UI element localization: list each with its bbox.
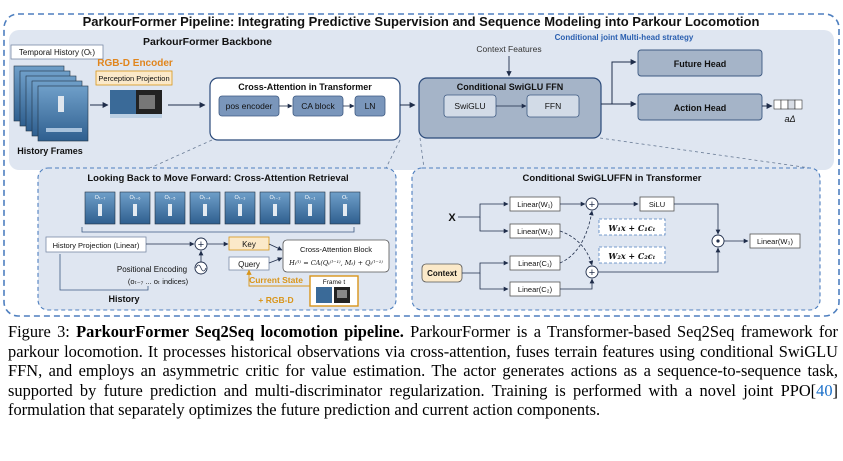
x-input-label: X (448, 212, 456, 224)
history-frame-label: Oₜ₋₂ (270, 195, 281, 201)
ffn-box (526, 94, 580, 118)
caption-body: ParkourFormer is a Transformer-based Seq… (8, 322, 838, 400)
action-head-box (637, 93, 763, 121)
temporal-history-label: Temporal History (Oₜ) (19, 48, 95, 57)
query-label: Query (238, 260, 260, 269)
rgbd-frames (110, 90, 162, 118)
ca-block-label: CA block (301, 101, 335, 111)
svg-text:+: + (589, 267, 595, 279)
caption-bold: ParkourFormer Seq2Seq locomotion pipelin… (76, 322, 404, 341)
eq1-box (598, 218, 666, 236)
pos-encoder-label: pos encoder (226, 101, 273, 111)
robot-figure-icon (98, 204, 102, 216)
robot-figure-icon (133, 204, 137, 216)
positional-encoding-label: Positional Encoding (117, 265, 187, 274)
svg-text:+: + (198, 239, 204, 251)
robot-figure-icon (273, 204, 277, 216)
svg-text:+: + (589, 199, 595, 211)
swiglu-label: SwiGLU (454, 101, 485, 111)
conditional-ffn-box (418, 77, 602, 139)
linear-w1-label: Linear(W₁) (517, 200, 553, 209)
ln-label: LN (365, 101, 376, 111)
linear-c2-label: Linear(C₂) (518, 285, 553, 294)
diagram-title: ParkourFormer Pipeline: Integrating Pred… (83, 14, 760, 29)
history-frames-label: History Frames (17, 146, 83, 156)
caption-lead: Figure 3: (8, 322, 77, 341)
current-state-label: Current State (249, 275, 303, 285)
pipeline-diagram: ParkourFormer Pipeline: Integrating Pred… (3, 13, 840, 317)
future-head-box (637, 49, 763, 77)
history-frame-label: Oₜ₋₄ (199, 195, 211, 201)
history-projection-label: History Projection (Linear) (53, 241, 140, 250)
history-frame-thumb (189, 191, 221, 225)
eq2-label: W₂x + C₂cₜ (608, 251, 655, 261)
context-label: Context (427, 269, 457, 278)
backbone-label: ParkourFormer Backbone (143, 36, 272, 48)
ffn-label: FFN (545, 101, 562, 111)
history-frame-label: Oₜ₋₁ (305, 195, 316, 201)
caption-tail: ] formulation that separately optimizes … (8, 380, 838, 420)
ca-block-detail-label: Cross-Attention Block (300, 245, 372, 254)
a-delta-label: aΔ (784, 114, 795, 124)
history-label: History (108, 294, 139, 304)
frame-strip: Oₜ₋₇ Oₜ₋₆ Oₜ₋₅ Oₜ₋₄ Oₜ₋₃ Oₜ₋₂ Oₜ₋₁ Oₜ (84, 191, 361, 225)
robot-figure-icon (238, 204, 242, 216)
robot-figure-icon (308, 204, 312, 216)
history-frames-stack (13, 65, 89, 142)
figure-caption: Figure 3: ParkourFormer Seq2Seq locomoti… (8, 322, 838, 420)
linear-w3-box (749, 233, 801, 249)
conditional-ffn-title: Conditional SwiGLU FFN (457, 82, 564, 92)
history-projection-box (45, 236, 147, 253)
ln-box (354, 95, 386, 117)
eq1-label: W₁x + C₁cₜ (608, 223, 655, 233)
ca-formula: Hₜ⁽ˡ⁾ = CA(Qₜ⁽ˡ⁻¹⁾, Mₜ) + Qₜ⁽ˡ⁻¹⁾ (288, 259, 383, 267)
history-frame-label: Oₜ (342, 195, 348, 201)
silu-label: SiLU (649, 200, 665, 209)
history-frame-label: Oₜ₋₇ (95, 195, 106, 201)
key-label: Key (242, 240, 256, 249)
frame-t-label: Frame t (323, 279, 346, 286)
action-head-label: Action Head (674, 103, 727, 113)
positional-indices-label: (oₜ₋₇ ... oₜ indices) (128, 277, 189, 286)
key-box (228, 236, 270, 251)
perception-projection-box (95, 70, 173, 86)
history-frame-label: Oₜ₋₃ (234, 195, 245, 201)
linear-w3-label: Linear(W₃) (757, 237, 793, 246)
multihead-strategy-label: Conditional joint Multi-head strategy (555, 33, 694, 42)
cross-attention-title: Cross-Attention in Transformer (238, 82, 372, 92)
eq2-box (598, 246, 666, 264)
history-frame-label: Oₜ₋₅ (164, 195, 175, 201)
context-features-label: Context Features (476, 44, 541, 54)
rgbd-encoder-label: RGB-D Encoder (97, 58, 173, 69)
future-head-label: Future Head (674, 59, 727, 69)
robot-figure-icon (203, 204, 207, 216)
ca-block-detail (282, 239, 390, 273)
linear-w2-label: Linear(W₂) (517, 227, 553, 236)
plus-rgbd-label: + RGB-D (258, 295, 293, 305)
temporal-history-box (10, 44, 104, 60)
linear-c1-label: Linear(C₁) (518, 259, 552, 268)
retrieval-title: Looking Back to Move Forward: Cross-Atte… (87, 173, 348, 184)
action-vector (773, 99, 803, 110)
perception-projection-label: Perception Projection (98, 74, 169, 83)
robot-figure-icon (343, 204, 347, 216)
citation-link[interactable]: 40 (816, 380, 833, 400)
robot-figure-icon (168, 204, 172, 216)
swigluffn-title: Conditional SwiGLUFFN in Transformer (523, 173, 702, 184)
history-frame-label: Oₜ₋₆ (129, 195, 140, 201)
